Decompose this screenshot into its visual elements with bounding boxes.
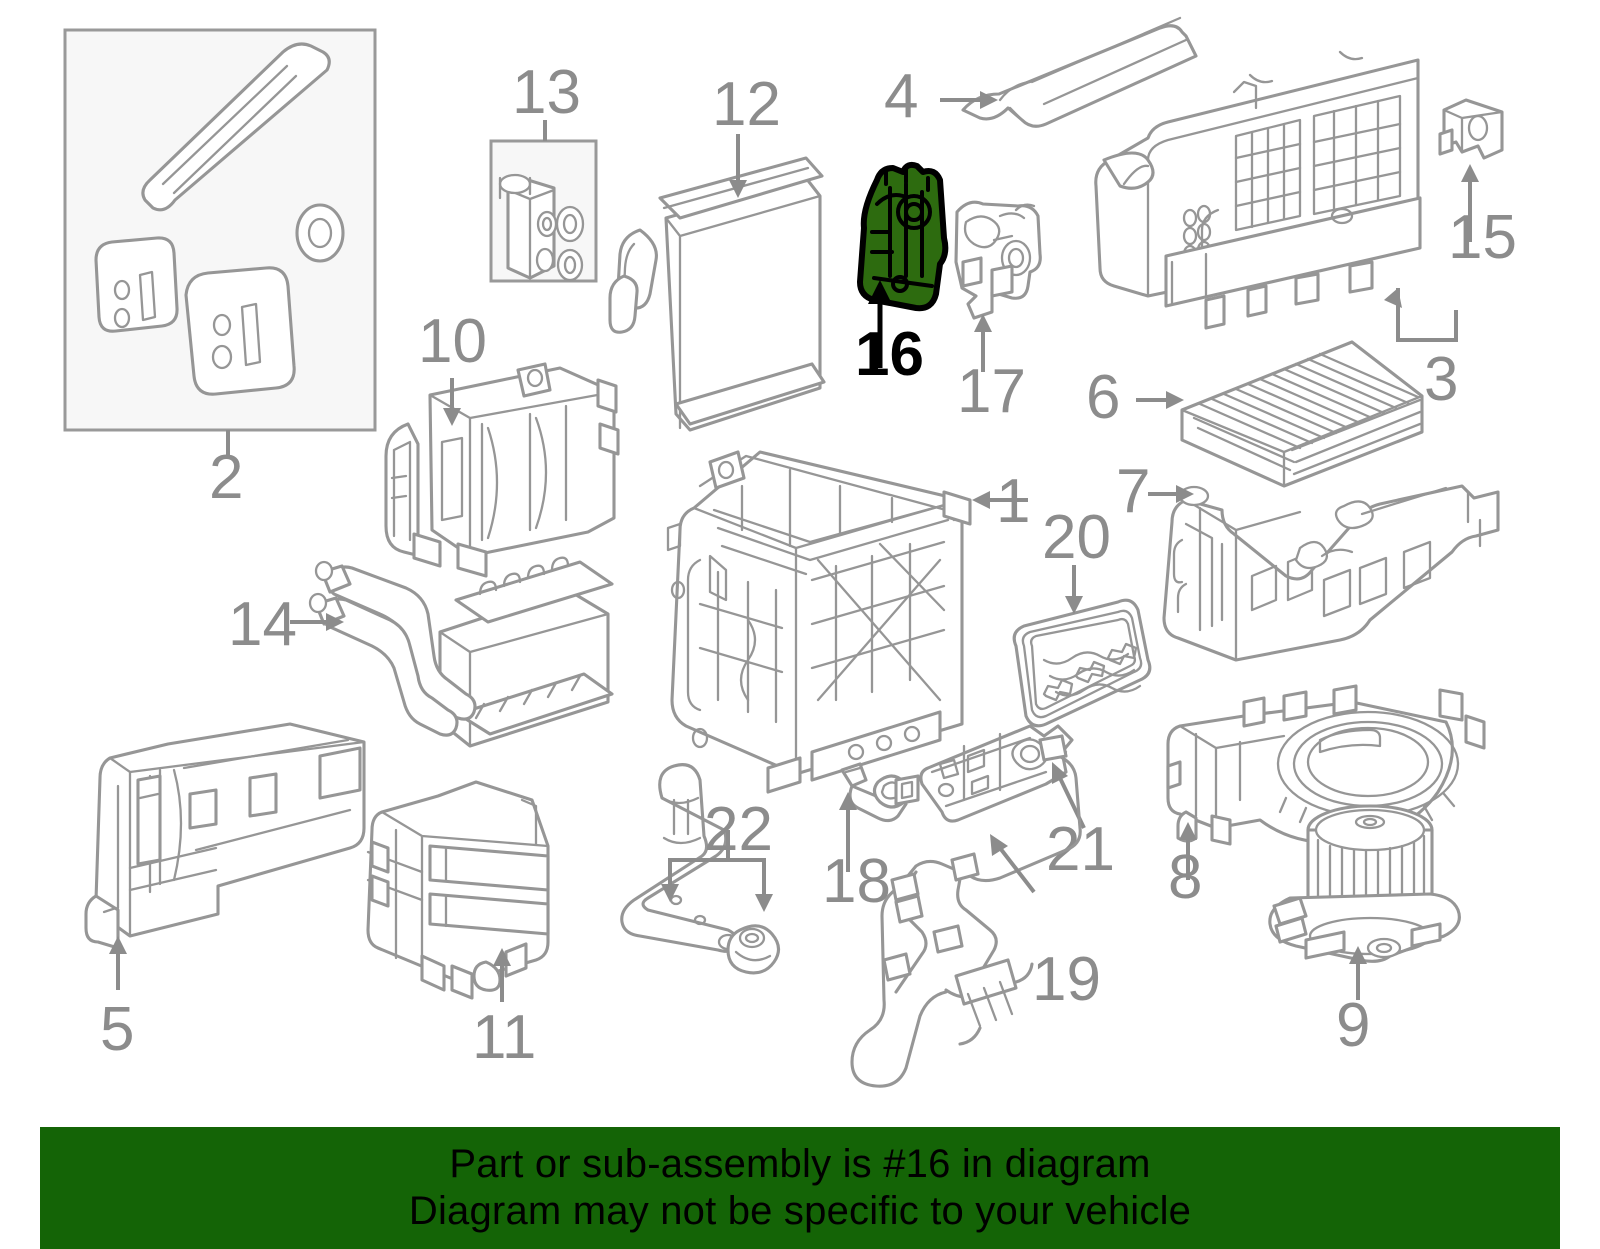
part-10-case-side-cover: 10 [384,307,620,578]
part-1-hvac-case-assembly: 1 [666,450,1030,794]
callout-label-15: 15 [1448,203,1517,272]
part-4-air-duct: 4 [884,16,1198,131]
part-15-bracket-clip: 15 [1438,98,1517,272]
part-12-evaporator-core: 12 [608,70,826,432]
callout-label-10: 10 [418,307,487,376]
callout-label-17: 17 [957,357,1026,426]
callout-label-5: 5 [100,995,134,1064]
part-2-seal-gasket-group: 2 [63,28,377,512]
callout-label-22: 22 [704,795,773,864]
part-11-rear-duct-case: 11 [366,780,550,1072]
callout-label-20: 20 [1042,503,1111,572]
banner-line-2: Diagram may not be specific to your vehi… [408,1189,1192,1233]
notice-banner: Part or sub-assembly is #16 in diagram D… [40,1127,1560,1249]
callout-label-4: 4 [884,62,918,131]
part-7-lower-case-half: 7 [1116,457,1500,662]
callout-label-1: 1 [996,467,1030,536]
part-19-wiring-harness: 19 [850,734,1101,1088]
part-9-blower-motor-fan: 9 [1268,804,1461,1060]
callout-label-13: 13 [512,58,581,127]
callout-label-7: 7 [1116,457,1150,526]
callout-label-8: 8 [1168,843,1202,912]
part-22-drain-hose-grommet: 22 [620,763,781,975]
part-5-side-case-bracket: 5 [84,722,366,1064]
callout-label-16: 16 [855,320,924,389]
callout-label-14: 14 [228,590,297,659]
part-3-blower-housing: 3 [1094,50,1458,414]
part-20-blower-resistor: 20 [1012,503,1152,728]
part-13-expansion-valve-group: 13 [489,58,598,283]
callout-label-6: 6 [1086,363,1120,432]
part-6-cabin-air-filter: 6 [1086,340,1424,488]
callout-label-9: 9 [1336,991,1370,1060]
part-18-temperature-sensor: 18 [822,762,920,916]
callout-label-19: 19 [1032,945,1101,1014]
callout-label-3: 3 [1424,345,1458,414]
part-17-linkage-lever: 17 [954,200,1042,426]
part-14-heater-core: 14 [228,556,614,748]
callout-label-2: 2 [209,443,243,512]
part-21-control-module-plate: 21 [919,724,1115,884]
callout-label-12: 12 [712,70,781,139]
callout-label-18: 18 [822,847,891,916]
callout-label-11: 11 [472,1003,536,1072]
part-16-actuator-motor-highlighted: 16 [855,161,949,389]
banner-line-1: Part or sub-assembly is #16 in diagram [449,1141,1151,1186]
